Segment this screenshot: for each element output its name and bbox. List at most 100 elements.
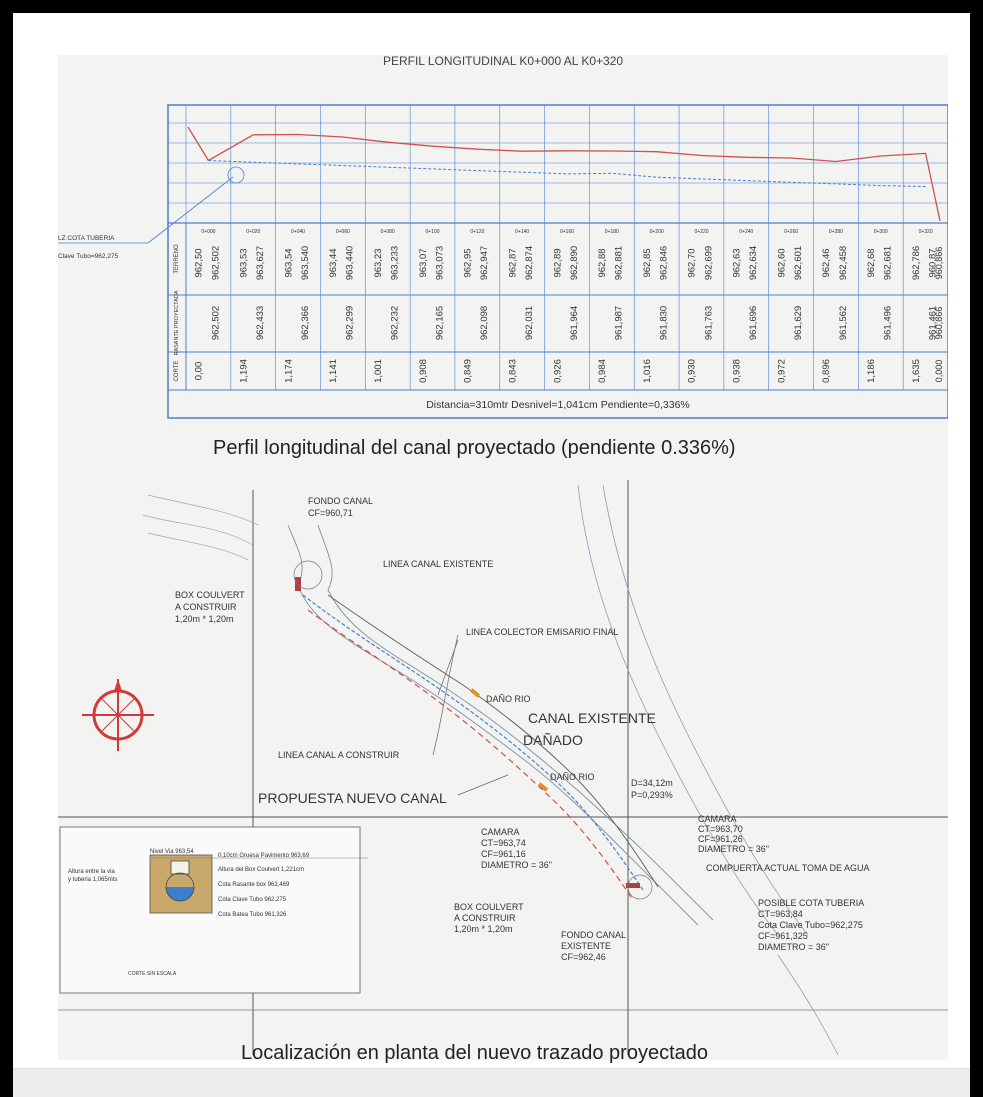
terreno-value: 963,627: [255, 246, 266, 280]
corte-value: 1,174: [283, 359, 294, 383]
label-fondo-canal: FONDO CANAL: [308, 496, 373, 506]
section-line-4: Cota Clave Tubo 962,275: [218, 897, 287, 903]
label-posible-4: CF=961,325: [758, 931, 808, 941]
label-posible-5: DIAMETRO = 36": [758, 942, 829, 952]
corte-value: 1,635: [911, 359, 922, 383]
corte-value: 0,938: [732, 359, 743, 383]
corte-value: 1,001: [373, 359, 384, 383]
label-box-coulvert-2c: 1,20m * 1,20m: [454, 924, 513, 934]
box-coulvert-1-marker: [295, 577, 301, 591]
terreno-value: 962,846: [659, 246, 670, 280]
label-fondo-existente-3: CF=962,46: [561, 952, 606, 962]
station-label: 0+080: [381, 229, 395, 235]
rasante-profile-line: [208, 160, 926, 187]
label-danado: DAÑADO: [523, 732, 583, 748]
terreno-value: 962,458: [838, 246, 849, 280]
rasante-value: 962,366: [300, 306, 311, 340]
rasante-value: 961,964: [569, 306, 580, 340]
label-box-coulvert-1b: A CONSTRUIR: [175, 602, 237, 612]
compass-rose-icon: [82, 679, 154, 751]
section-line-5: Cota Batea Tubo 961,326: [218, 912, 287, 918]
rasante-value: 962,098: [479, 306, 490, 340]
station-label: 0+300: [874, 229, 888, 235]
profile-grid: [168, 105, 949, 390]
label-d-value: D=34,12m: [631, 778, 673, 788]
label-posible-2: CT=963,84: [758, 909, 803, 919]
corte-value: 0,849: [463, 359, 474, 383]
rasante-value: 962,502: [210, 306, 221, 340]
rasante-value: 962,299: [345, 306, 356, 340]
terreno-value: 962,890: [569, 246, 580, 280]
corte-value: 0,000: [934, 360, 944, 383]
terreno-value: 963,53: [239, 248, 250, 277]
canal-blue: [302, 594, 644, 891]
terreno-value: 962,947: [479, 246, 490, 280]
canal-red-edge: [307, 609, 634, 901]
station-label: 0+040: [291, 229, 305, 235]
corte-value: 0,843: [507, 359, 518, 383]
corte-value: 0,00: [194, 362, 205, 381]
station-label: 0+140: [515, 229, 529, 235]
plan-caption: Localización en planta del nuevo trazado…: [241, 1042, 708, 1064]
rasante-value: 962,232: [390, 306, 401, 340]
label-fondo-canal-cf: CF=960,71: [308, 508, 353, 518]
terreno-value: 963,23: [373, 248, 384, 277]
connector-line: [432, 634, 459, 756]
station-label: 0+280: [829, 229, 843, 235]
terrain-profile-line: [187, 126, 941, 222]
section-box-culvert: [170, 860, 190, 875]
rasante-value: 961,987: [614, 306, 625, 340]
corte-value: 0,984: [597, 359, 608, 383]
terreno-value: 962,699: [703, 246, 714, 280]
label-box-coulvert-1c: 1,20m * 1,20m: [175, 614, 234, 624]
side-note-1: LZ COTA TUBERIA: [58, 235, 115, 242]
corte-value: 1,016: [642, 359, 653, 383]
station-label: 0+320: [919, 229, 933, 235]
terreno-value: 962,87: [507, 248, 518, 277]
terreno-value: 963,233: [390, 246, 401, 280]
label-posible-1: POSIBLE COTA TUBERIA: [758, 898, 864, 908]
label-camara-l-2: CT=963,74: [481, 838, 526, 848]
terreno-value: 960,866: [934, 247, 944, 280]
label-box-coulvert-2: BOX COULVERT: [454, 902, 524, 912]
drawing-canvas: PERFIL LONGITUDINAL K0+000 AL K0+320 LZ …: [58, 54, 949, 1056]
rasante-value: 961,562: [838, 306, 849, 340]
terreno-value: 962,85: [642, 248, 653, 277]
label-camara-r-2: CT=963,70: [698, 824, 743, 834]
box-coulvert-1-circle: [293, 560, 323, 590]
station-label: 0+180: [605, 229, 619, 235]
label-posible-3: Cota Clave Tubo=962,275: [758, 920, 863, 930]
label-dano-rio-2: DAÑO RIO: [550, 772, 595, 782]
corte-value: 0,896: [821, 359, 832, 383]
canal-existing: [327, 594, 659, 888]
terreno-value: 962,786: [911, 246, 922, 280]
corte-value: 1,141: [328, 359, 339, 383]
station-label: 0+160: [560, 229, 574, 235]
label-dano-rio-1: DAÑO RIO: [486, 694, 531, 704]
terreno-value: 960,87: [927, 248, 938, 277]
rasante-value: 961,629: [793, 306, 804, 340]
terreno-value: 963,540: [300, 246, 311, 280]
label-box-coulvert-2b: A CONSTRUIR: [454, 913, 516, 923]
station-label: 0+100: [426, 229, 440, 235]
label-canal-existente: CANAL EXISTENTE: [528, 710, 656, 726]
profile-caption: Perfil longitudinal del canal proyectado…: [213, 437, 736, 459]
label-camara-r-4: DIAMETRO = 36": [698, 844, 769, 854]
pipe-icon: [166, 887, 194, 901]
label-camara-r-3: CF=961,26: [698, 834, 743, 844]
terreno-value: 962,89: [552, 248, 563, 277]
side-note-leader-2: [147, 176, 234, 244]
station-label: 0+240: [739, 229, 753, 235]
terreno-value: 962,88: [597, 248, 608, 277]
station-label: 0+220: [694, 229, 708, 235]
station-label: 0+000: [201, 229, 215, 235]
bottom-strip: [13, 1068, 970, 1097]
section-nivel-via: Nivel Via 963,54: [150, 849, 194, 855]
terreno-value: 962,68: [866, 248, 877, 277]
label-camara-l-3: CF=961,16: [481, 849, 526, 859]
label-compuerta: COMPUERTA ACTUAL TOMA DE AGUA: [706, 863, 870, 873]
corte-value: 0,972: [776, 359, 787, 383]
station-label: 0+020: [246, 229, 260, 235]
section-line-2: Altura del Box Coulvert 1,221cm: [218, 867, 304, 873]
